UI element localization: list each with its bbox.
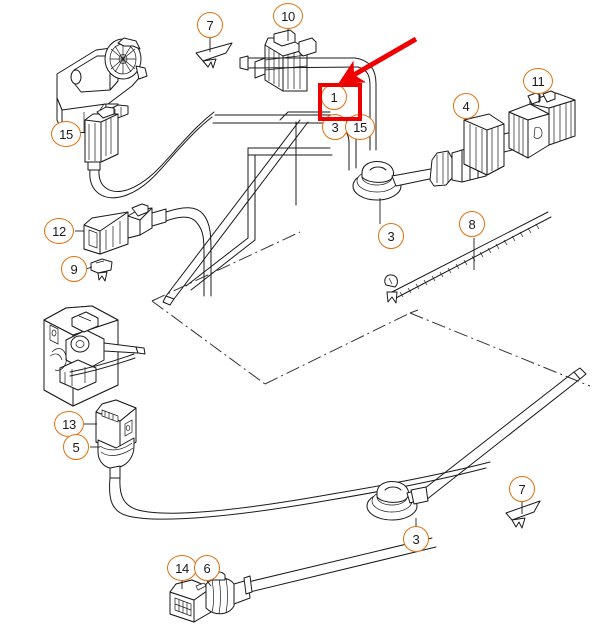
- boot-5: [97, 437, 135, 479]
- callout-3[interactable]: 3: [403, 526, 429, 552]
- connector-11-housing: [508, 90, 576, 159]
- connector-14: [169, 579, 212, 623]
- connector-15-top: [84, 106, 119, 171]
- callout-14[interactable]: 14: [167, 555, 197, 581]
- callout-13[interactable]: 13: [54, 411, 84, 437]
- callout-10[interactable]: 10: [273, 3, 303, 29]
- callout-12[interactable]: 12: [44, 218, 74, 244]
- callout-7[interactable]: 7: [197, 12, 223, 38]
- routing-dash-lines: [151, 231, 591, 387]
- callout-9[interactable]: 9: [61, 256, 87, 282]
- clip-7-bottom: [505, 500, 541, 529]
- cable-tie-8: [384, 211, 552, 304]
- callout-6[interactable]: 6: [194, 555, 220, 581]
- grommet-3-lower: [366, 481, 425, 521]
- callout-15[interactable]: 15: [51, 121, 81, 147]
- door-lock-actuator: [43, 305, 146, 407]
- callout-3[interactable]: 3: [378, 223, 404, 249]
- window-motor-assembly: [56, 37, 148, 134]
- connector-10-block: [254, 29, 317, 92]
- red-selection-box[interactable]: [318, 83, 362, 121]
- clip-9: [90, 258, 113, 282]
- callout-4[interactable]: 4: [453, 93, 479, 119]
- callout-5[interactable]: 5: [63, 434, 89, 460]
- connector-12: [83, 203, 167, 255]
- callout-8[interactable]: 8: [459, 211, 485, 237]
- clip-7-top: [195, 42, 233, 69]
- connector-13: [95, 399, 137, 453]
- connector-4-ribbed-boot: [429, 113, 521, 187]
- callout-7[interactable]: 7: [509, 476, 535, 502]
- callout-11[interactable]: 11: [523, 68, 553, 94]
